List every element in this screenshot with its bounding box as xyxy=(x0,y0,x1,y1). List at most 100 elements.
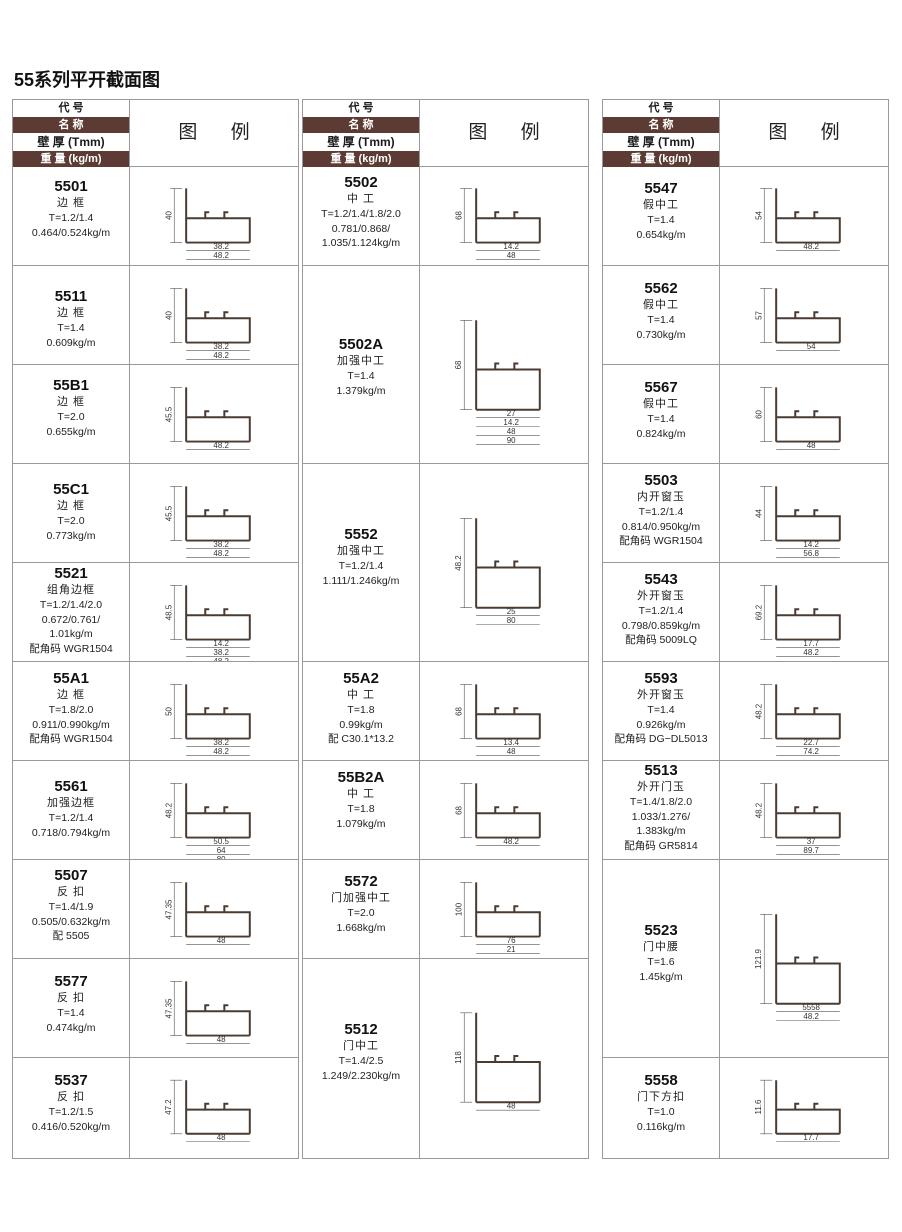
dimension-label: 48.2 xyxy=(213,747,229,756)
header-name: 名 称 xyxy=(303,117,419,134)
dimension-label: 48 xyxy=(217,1133,226,1142)
dimension-label: 37 xyxy=(807,837,816,846)
profile-name: 假中工 xyxy=(643,398,679,410)
profile-outline xyxy=(775,486,841,542)
profile-outline xyxy=(775,387,841,443)
header-weight: 重 量 (kg/m) xyxy=(603,151,719,168)
dimension-label: 40 xyxy=(164,211,173,220)
dimension-label: 54 xyxy=(754,211,763,220)
profile-code: 5507 xyxy=(54,867,88,884)
profile-spec: T=1.4 xyxy=(57,1007,85,1019)
profile-name: 假中工 xyxy=(643,199,679,211)
dimension-label: 14.2 xyxy=(213,639,229,648)
profile-spec: 配角码 WGR1504 xyxy=(29,733,113,745)
profile-spec: 1.668kg/m xyxy=(336,921,386,934)
profile-outline xyxy=(775,585,841,641)
dimension-label: 74.2 xyxy=(803,747,819,756)
profile-code: 5511 xyxy=(54,288,88,305)
profile-spec: T=1.4 xyxy=(347,370,375,382)
profile-spec: 0.672/0.761/ xyxy=(41,613,101,626)
header-name: 名 称 xyxy=(13,117,129,134)
dimension-label: 50 xyxy=(164,707,173,716)
profile-code: 5577 xyxy=(54,973,88,990)
dimension-line xyxy=(460,1012,473,1103)
dimension-line xyxy=(460,319,473,411)
profile-outline xyxy=(775,1080,841,1135)
profile-code: 5502A xyxy=(338,336,384,353)
profile-code: 55B1 xyxy=(53,377,89,394)
profile-code: 5502 xyxy=(344,174,378,191)
dimension-label: 76 xyxy=(507,936,516,945)
profile-spec: T=2.0 xyxy=(57,515,85,527)
dimension-label: 48 xyxy=(507,747,516,756)
dimension-label: 48 xyxy=(807,441,816,450)
profile-name: 边 框 xyxy=(56,689,86,701)
profile-spec: 配 C30.1*13.2 xyxy=(328,733,394,745)
profile-name: 中 工 xyxy=(346,193,376,205)
profile-code: 5513 xyxy=(644,762,678,779)
header-code: 代 号 xyxy=(603,100,719,117)
dimension-label: 68 xyxy=(454,806,463,815)
profile-code: 55C1 xyxy=(53,481,89,498)
dimension-label: 48.2 xyxy=(213,351,229,360)
profile-code: 5593 xyxy=(644,670,678,687)
profile-code: 5552 xyxy=(344,526,378,543)
profile-code: 5561 xyxy=(54,778,88,795)
header-thickness: 壁 厚 (Tmm) xyxy=(603,134,719,151)
dimension-label: 48.2 xyxy=(164,802,173,818)
profile-spec: 0.654kg/m xyxy=(636,228,686,241)
section-drawing: 69.217.748.2 xyxy=(754,585,841,657)
dimension-line xyxy=(170,585,183,640)
profile-name: 边 框 xyxy=(56,396,86,408)
profile-name: 内开窗玉 xyxy=(637,491,685,503)
profile-name: 门下方扣 xyxy=(637,1091,685,1103)
profile-code: 5558 xyxy=(644,1072,678,1089)
dimension-label: 48.2 xyxy=(803,648,819,657)
profile-spec: 0.609kg/m xyxy=(46,336,96,349)
profile-outline xyxy=(185,188,251,244)
profile-outline xyxy=(185,684,251,740)
profile-code: 5547 xyxy=(644,180,678,197)
header-weight: 重 量 (kg/m) xyxy=(13,151,129,168)
profile-spec: 1.01kg/m xyxy=(49,628,93,640)
dimension-label: 48.2 xyxy=(803,242,819,251)
dimension-line xyxy=(760,913,773,1005)
profile-spec: T=1.4 xyxy=(647,314,675,326)
profile-spec: T=1.4/1.9 xyxy=(48,901,94,913)
dimension-label: 118 xyxy=(454,1051,463,1064)
dimension-line xyxy=(170,387,183,442)
profile-spec: 0.416/0.520kg/m xyxy=(31,1120,111,1133)
dimension-label: 90 xyxy=(507,436,516,445)
